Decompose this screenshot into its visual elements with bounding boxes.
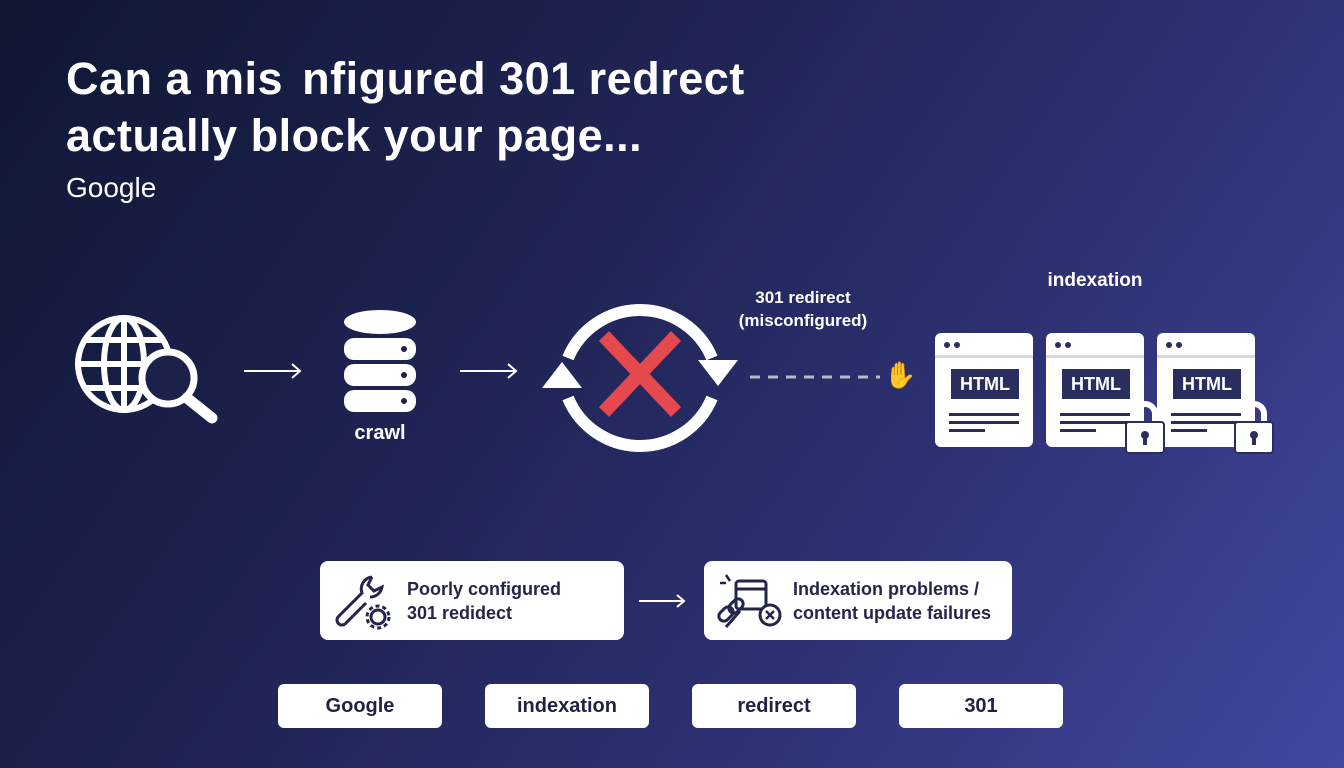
- arrow-icon: [639, 594, 686, 608]
- headline: Can a mis nfigured 301 redrect actually …: [66, 53, 745, 161]
- crawl-label: crawl: [354, 422, 406, 444]
- blocked-dashed-line: [750, 375, 880, 379]
- globe-search-icon: [75, 315, 218, 424]
- html-page: HTML: [935, 333, 1033, 447]
- tag-google[interactable]: Google: [278, 684, 442, 728]
- arrow-icon: [244, 363, 302, 379]
- effect-card: Indexation problems /content update fail…: [704, 561, 1012, 640]
- redirect-label: 301 redirect (misconfigured): [738, 288, 868, 330]
- tag-indexation[interactable]: indexation: [485, 684, 649, 728]
- lock-icon: [1234, 401, 1274, 454]
- html-page: HTML: [1157, 333, 1255, 447]
- lock-icon: [1125, 401, 1165, 454]
- broken-link-calendar-icon: [717, 574, 782, 628]
- redirect-loop-icon: [542, 304, 738, 452]
- subtitle: Google: [66, 172, 157, 203]
- arrow-icon: [460, 363, 518, 379]
- database-icon: [344, 310, 416, 412]
- tag-redirect[interactable]: redirect: [692, 684, 856, 728]
- stop-hand-icon: ✋: [884, 360, 917, 390]
- wrench-gear-icon: [335, 575, 391, 630]
- tag-301[interactable]: 301: [899, 684, 1063, 728]
- indexation-label: indexation: [1047, 270, 1143, 291]
